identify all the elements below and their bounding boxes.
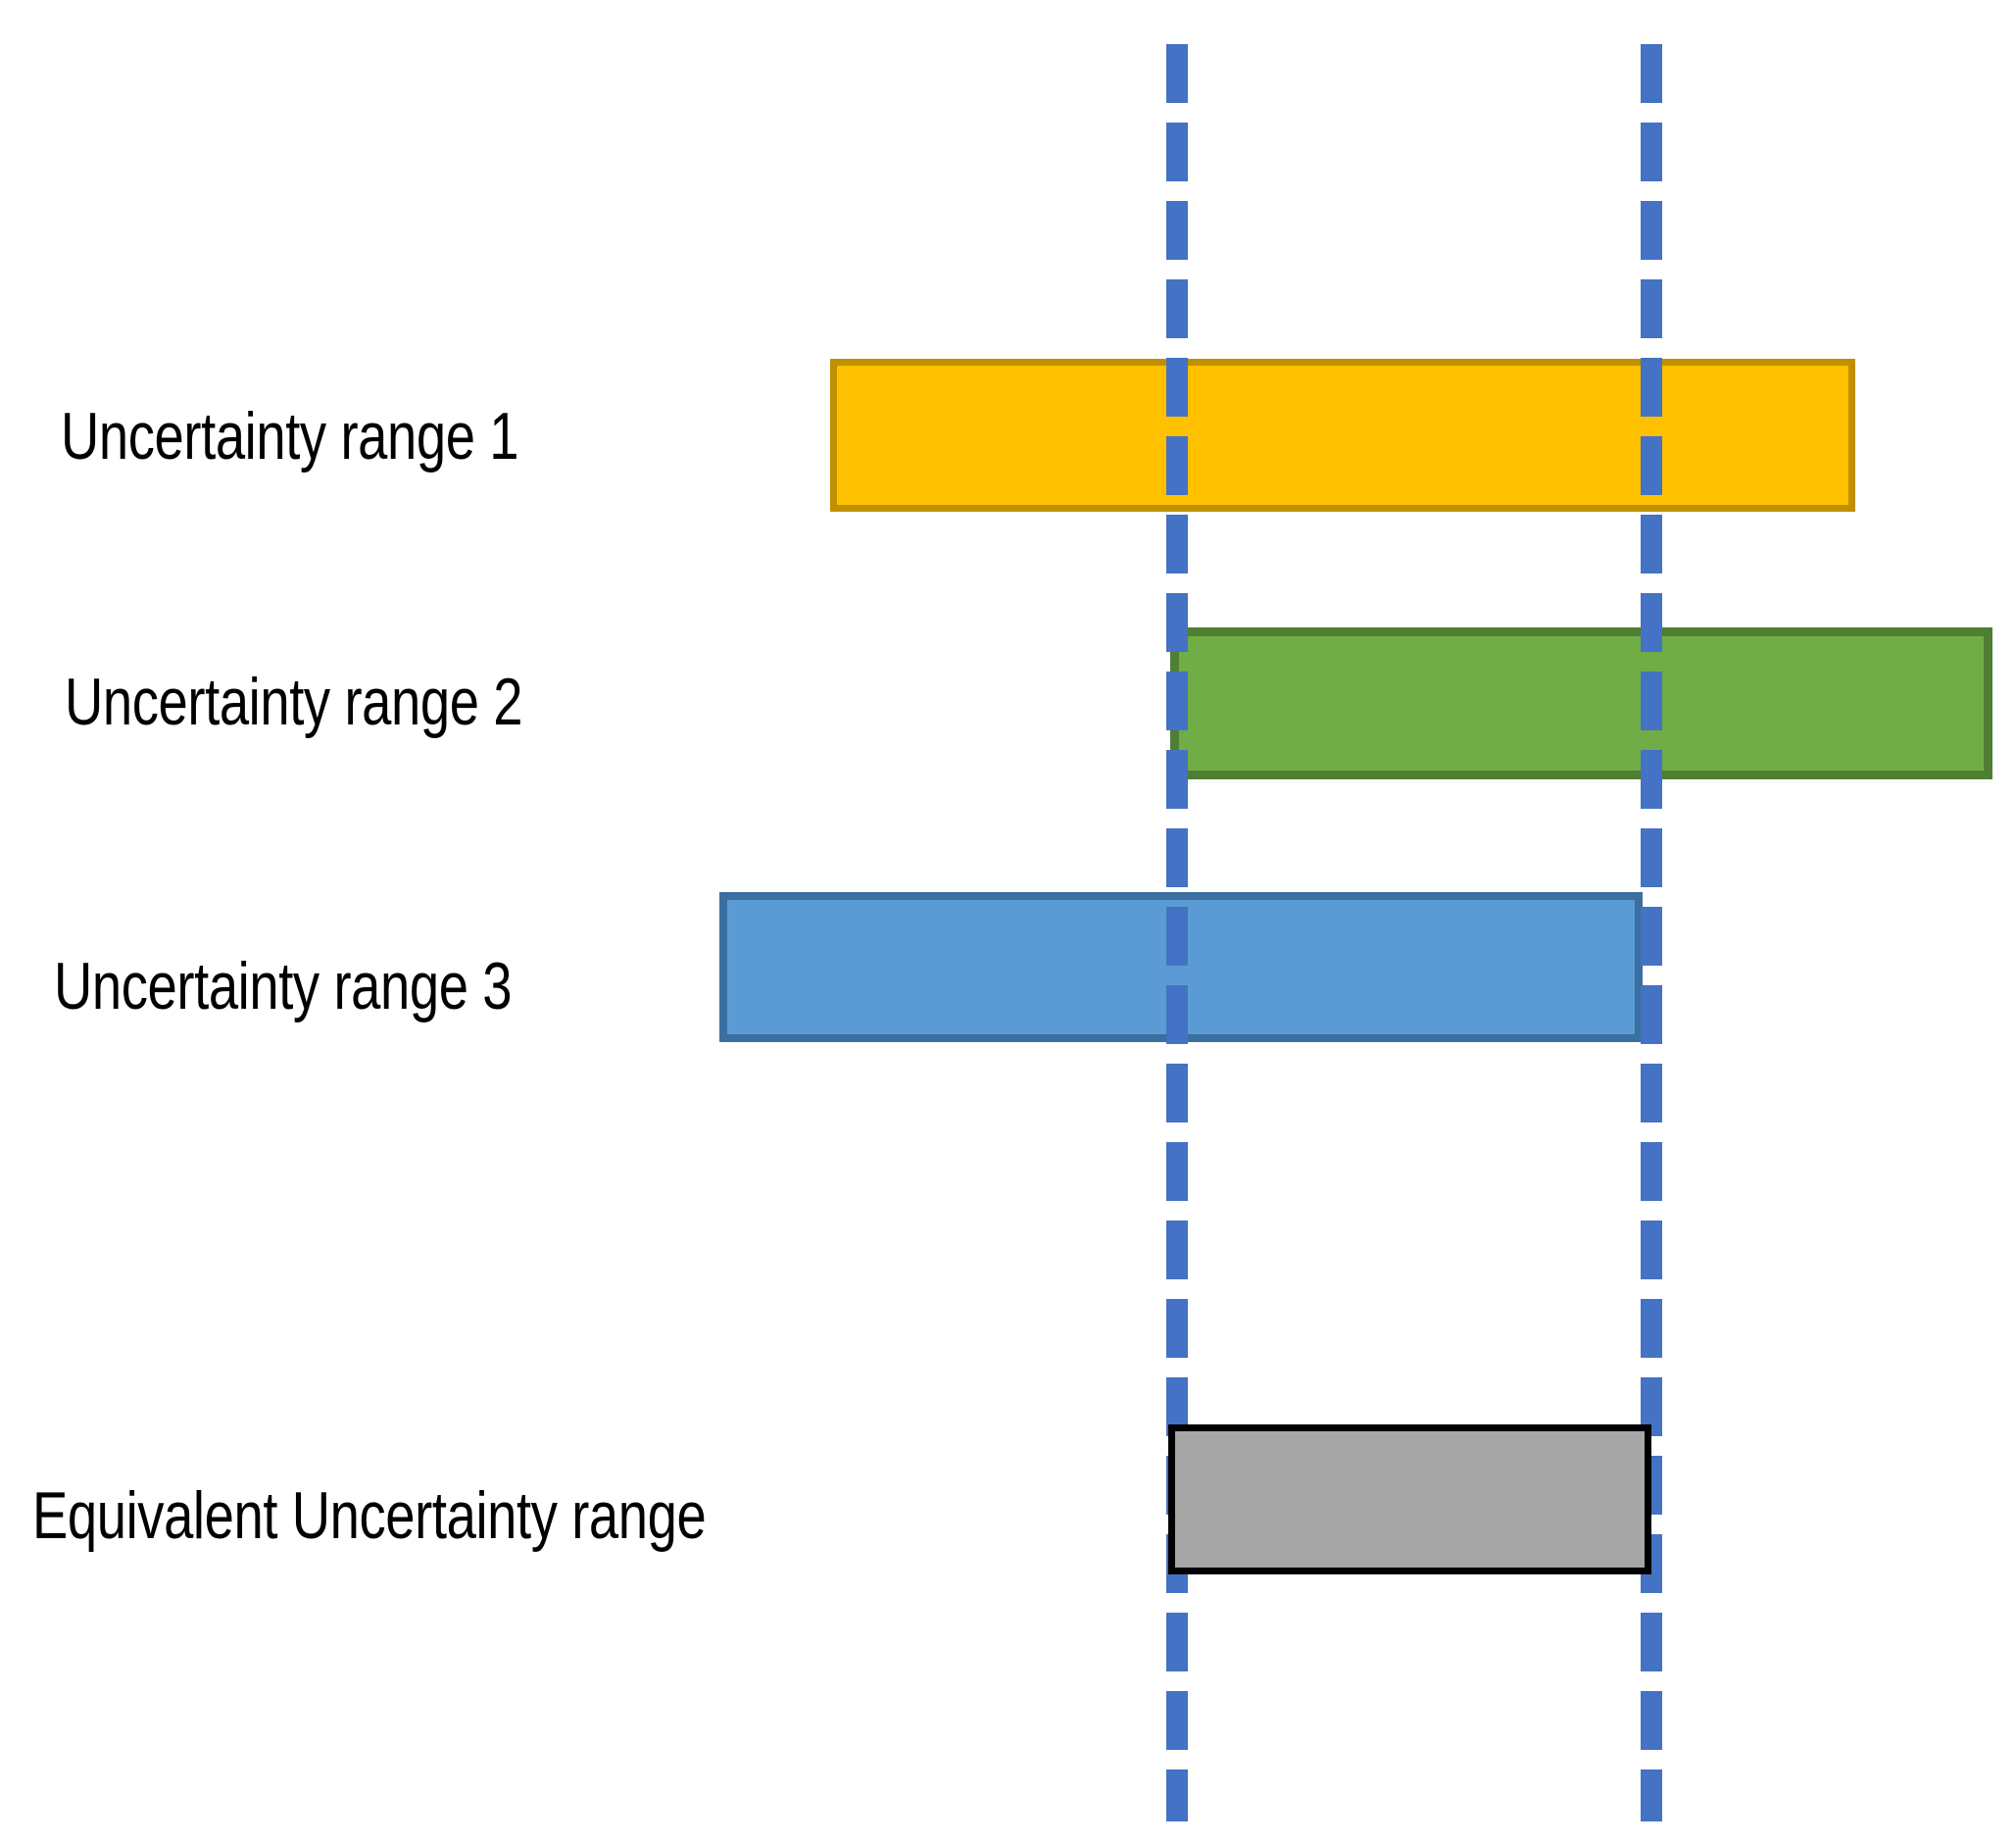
- reference-line-dash: [1641, 1299, 1662, 1358]
- reference-line-dash: [1641, 515, 1662, 573]
- reference-line-dash: [1641, 279, 1662, 338]
- range-bar-equivalent-uncertainty-range: [1168, 1424, 1651, 1574]
- reference-line-dash: [1166, 1221, 1188, 1279]
- reference-line-dash: [1641, 672, 1662, 730]
- reference-line-dash: [1641, 1221, 1662, 1279]
- row-label-uncertainty-range-2: Uncertainty range 2: [65, 665, 523, 739]
- reference-line-dash: [1166, 593, 1188, 652]
- reference-line-dash: [1166, 358, 1188, 417]
- reference-line-dash: [1641, 593, 1662, 652]
- reference-line-dash: [1166, 907, 1188, 966]
- reference-line-dash: [1166, 201, 1188, 260]
- reference-line-dash: [1641, 1142, 1662, 1201]
- reference-line-dash: [1641, 750, 1662, 809]
- reference-line-dash: [1166, 750, 1188, 809]
- row-label-equivalent-uncertainty-range: Equivalent Uncertainty range: [32, 1478, 707, 1553]
- reference-line-dash: [1641, 1691, 1662, 1750]
- reference-line-dash: [1166, 1691, 1188, 1750]
- reference-line-dash: [1166, 1299, 1188, 1358]
- reference-line-dash: [1641, 358, 1662, 417]
- reference-line-dash: [1166, 1142, 1188, 1201]
- reference-line-dash: [1641, 1377, 1662, 1436]
- lower-bound-line: [1166, 44, 1188, 1821]
- reference-line-dash: [1166, 828, 1188, 887]
- reference-line-dash: [1166, 672, 1188, 730]
- row-label-uncertainty-range-3: Uncertainty range 3: [54, 949, 513, 1023]
- reference-line-dash: [1641, 123, 1662, 181]
- reference-line-dash: [1641, 907, 1662, 966]
- range-bar-uncertainty-range-2: [1170, 627, 1992, 779]
- reference-line-dash: [1166, 279, 1188, 338]
- reference-line-dash: [1166, 1769, 1188, 1821]
- reference-line-dash: [1641, 985, 1662, 1044]
- reference-line-dash: [1641, 828, 1662, 887]
- reference-line-dash: [1641, 1613, 1662, 1671]
- reference-line-dash: [1166, 1064, 1188, 1122]
- reference-line-dash: [1641, 1064, 1662, 1122]
- row-label-uncertainty-range-1: Uncertainty range 1: [61, 399, 519, 473]
- reference-line-dash: [1166, 985, 1188, 1044]
- reference-line-dash: [1641, 201, 1662, 260]
- reference-line-dash: [1166, 515, 1188, 573]
- reference-line-dash: [1641, 44, 1662, 103]
- reference-line-dash: [1166, 44, 1188, 103]
- reference-line-dash: [1166, 436, 1188, 495]
- upper-bound-line: [1641, 44, 1662, 1821]
- reference-line-dash: [1166, 1377, 1188, 1436]
- reference-line-dash: [1166, 123, 1188, 181]
- range-bar-uncertainty-range-1: [830, 359, 1855, 512]
- reference-line-dash: [1166, 1613, 1188, 1671]
- reference-line-dash: [1641, 436, 1662, 495]
- reference-line-dash: [1641, 1769, 1662, 1821]
